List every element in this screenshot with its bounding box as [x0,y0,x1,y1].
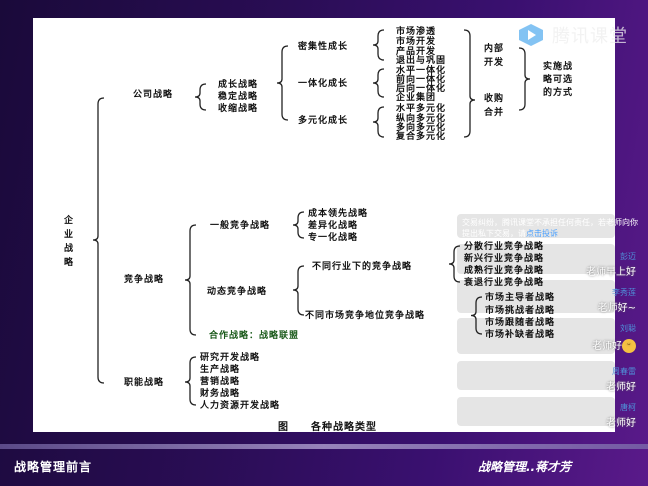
tencent-classroom-logo: 腾讯课堂 [516,22,628,48]
chat-message-text: 老师好 [606,382,636,393]
leaf-position: 市场主导者战略 [485,293,556,303]
leaf-position: 市场挑战者战略 [485,306,556,316]
node-cooperative: 合作战略：战略联盟 [209,331,300,341]
root-node: 企业战略 [64,216,75,268]
chat-message: 老师早上好 [586,263,636,278]
chat-username[interactable]: 刘聪 [620,324,636,333]
leaf-intensive: 市场开发 [396,37,437,47]
leaf-intensive: 产品开发 [396,47,437,57]
chat-bubble [457,397,615,426]
chat-message: 老师好 [606,414,636,429]
leaf-general: 差异化战略 [308,221,359,231]
node-competitive: 竞争战略 [124,275,165,285]
leaf-functional: 研究开发战略 [200,353,261,363]
chat-message: 老师好 [606,378,636,393]
grin-emoji-icon: ᵕ [622,339,636,353]
play-icon [519,24,543,46]
chat-message-text: 老师好 [606,418,636,429]
leaf-diversification: 多向多元化 [396,123,447,133]
node-stable: 稳定战略 [218,92,259,102]
node-integration: 一体化成长 [298,79,349,89]
methods-note: 实施战略可选的方式 [543,62,574,98]
node-growth: 成长战略 [218,80,259,90]
chat-bubble [457,244,615,274]
chat-message-text: 老师好~ [597,303,636,314]
figure-caption: 图 各种战略类型 [278,422,377,433]
chat-message-text: 老师早上好 [586,267,636,278]
leaf-general: 专一化战略 [308,233,359,243]
leaf-industry: 分散行业竞争战略 [464,242,545,252]
leaf-industry: 新兴行业竞争战略 [464,254,545,264]
node-retrench: 收缩战略 [218,104,259,114]
leaf-position: 市场补缺者战略 [485,330,556,340]
footer-title: 战略管理前言 [14,460,93,474]
leaf-intensive: 退出与巩固 [396,56,447,66]
leaf-intensive: 市场渗透 [396,27,437,37]
logo-text: 腾讯课堂 [552,26,628,47]
leaf-integration: 水平一体化 [396,66,447,76]
leaf-integration: 后向一体化 [396,84,447,94]
chat-bubble [457,280,615,313]
chat-message-text: 老师好 [592,341,622,352]
chat-bubble [457,361,615,390]
node-functional: 职能战略 [124,378,165,388]
chat-username[interactable]: 周春雷 [612,367,636,376]
leaf-integration: 前向一体化 [396,75,447,85]
leaf-industry: 成熟行业竞争战略 [464,266,545,276]
node-position: 不同市场竞争地位竞争战略 [305,311,426,321]
leaf-functional: 人力资源开发战略 [200,401,281,411]
node-general-competitive: 一般竞争战略 [210,221,271,231]
leaf-general: 成本领先战略 [308,209,369,219]
node-diversification: 多元化成长 [298,116,349,126]
node-intensive: 密集性成长 [298,42,349,52]
leaf-integration: 企业集团 [396,93,437,103]
report-link[interactable]: 点击投诉 [526,229,558,238]
leaf-industry: 衰退行业竞争战略 [464,278,545,288]
notice-text: 交易纠纷，腾讯课堂不承担任何责任，若老师向你提出私下交易，请点击投诉 [462,217,642,239]
node-industry: 不同行业下的竞争战略 [312,262,413,272]
footer-divider [0,444,648,449]
leaf-position: 市场跟随者战略 [485,318,556,328]
notice-body: 交易纠纷，腾讯课堂不承担任何责任，若老师向你提出私下交易，请 [462,218,638,238]
leaf-diversification: 纵向多元化 [396,114,447,124]
node-internal-dev: 内部开发 [484,44,505,68]
chat-username[interactable]: 李秀莲 [612,288,636,297]
leaf-functional: 财务战略 [200,389,241,399]
chat-message: 老师好~ [598,299,636,314]
node-corporate: 公司战略 [133,90,174,100]
footer-author: 战略管理..蒋才芳 [478,460,572,474]
node-acquisition: 收购合并 [484,94,505,118]
leaf-functional: 营销战略 [200,377,241,387]
notice-bubble [457,214,615,238]
leaf-diversification: 复合多元化 [396,132,447,142]
node-dynamic-competitive: 动态竞争战略 [207,287,268,297]
leaf-functional: 生产战略 [200,365,241,375]
chat-bubble [457,318,615,354]
leaf-diversification: 水平多元化 [396,104,447,114]
chat-username[interactable]: 唐柯 [620,403,636,412]
chat-username[interactable]: 彭迈 [620,252,636,261]
